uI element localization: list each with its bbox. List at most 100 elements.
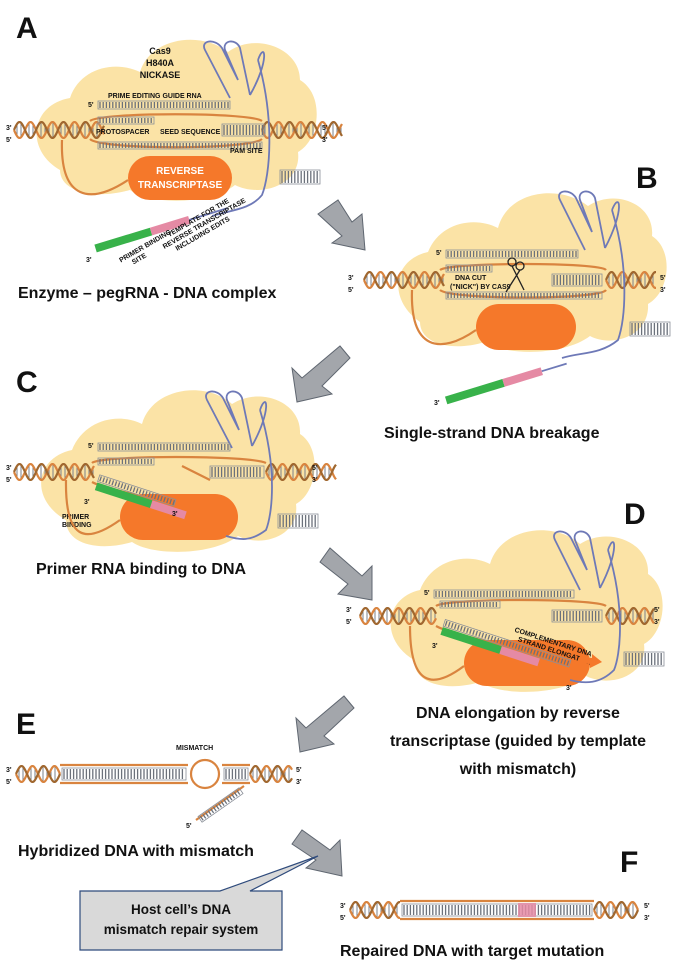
mismatch-bubble xyxy=(189,758,221,790)
end-label: 3' xyxy=(654,619,660,626)
end-label: 5' xyxy=(436,250,442,257)
end-label: 3' xyxy=(6,465,12,472)
helix-backbone xyxy=(264,463,337,481)
base-pair xyxy=(204,812,209,817)
linker xyxy=(408,625,465,681)
dna-top-strand xyxy=(439,262,607,272)
dna-bottom-strand xyxy=(89,138,263,149)
base-pair xyxy=(490,635,494,641)
base-pair xyxy=(487,634,491,640)
rt-template xyxy=(150,500,187,520)
base-pair xyxy=(212,806,217,812)
base-pair xyxy=(566,660,570,666)
dna-helix-icon xyxy=(12,463,95,481)
base-pair xyxy=(105,478,109,484)
rna-tail xyxy=(211,59,271,217)
base-pair xyxy=(496,637,500,643)
end-label: 5' xyxy=(186,823,192,830)
base-pair xyxy=(530,648,533,654)
dna-ladder xyxy=(97,116,155,125)
panel-d-caption: DNA elongation by reverse xyxy=(416,705,620,722)
base-pair xyxy=(526,647,530,653)
rna-tail xyxy=(569,549,621,684)
arrow-icon xyxy=(578,654,602,668)
panel-d-caption: with mismatch) xyxy=(459,761,576,778)
base-pair xyxy=(536,650,539,656)
end-label: 5' xyxy=(654,607,660,614)
base-pair-rungs xyxy=(99,444,229,450)
end-label: 3' xyxy=(340,903,346,910)
enzyme-cloud xyxy=(390,530,663,692)
base-pair xyxy=(466,627,469,633)
pegrna-hairpins xyxy=(203,40,266,99)
primer-binding-site xyxy=(94,482,153,508)
base-pair xyxy=(444,620,448,627)
dna-ladder xyxy=(445,264,493,273)
rt-label: REVERSE xyxy=(156,166,204,177)
base-pair-rungs xyxy=(99,102,229,108)
base-pair-rungs xyxy=(99,459,152,464)
helix-backbone xyxy=(362,271,445,289)
end-label: 5' xyxy=(340,915,346,922)
panel-f-letter: F xyxy=(620,846,638,879)
dna-ladder xyxy=(551,273,603,287)
base-pair xyxy=(545,653,549,659)
base-pair xyxy=(150,493,154,499)
end-label: 5' xyxy=(296,767,302,774)
base-pair xyxy=(108,479,112,485)
base-pair xyxy=(560,658,564,664)
pegrna-hairpins xyxy=(558,190,620,251)
base-pair xyxy=(114,481,118,487)
base-pair xyxy=(111,480,115,486)
nickase-label: NICKASE xyxy=(140,70,181,80)
end-label: 3' xyxy=(566,685,572,692)
end-label: 3' xyxy=(322,137,328,144)
h840a-label: H840A xyxy=(146,58,175,68)
dna-helix-icon xyxy=(592,901,640,919)
base-pair xyxy=(123,484,127,490)
primer-binding-site xyxy=(444,379,505,405)
base-pair xyxy=(511,642,515,648)
base-pair xyxy=(456,624,460,631)
end-label: 3' xyxy=(296,779,302,786)
end-label: 3' xyxy=(6,767,12,774)
base-pair xyxy=(144,491,148,497)
guide-rna-ladder xyxy=(433,589,575,599)
base-pair-rungs xyxy=(553,275,600,285)
panel-c: C 5' 3' 5' 5' 3' PRIMER BINDING 3' 3' Pr… xyxy=(6,366,337,578)
rna-loop xyxy=(623,651,665,667)
primer-binding-site xyxy=(94,227,153,253)
rna-loop xyxy=(277,513,319,529)
end-label: 5' xyxy=(348,287,354,294)
helix-backbone xyxy=(592,901,640,919)
panel-c-letter: C xyxy=(16,366,38,399)
helix-backbone xyxy=(248,765,293,783)
helix-backbone xyxy=(362,271,445,289)
reverse-transcriptase xyxy=(476,304,576,350)
helix-backbone xyxy=(264,463,337,481)
panel-a-caption: Enzyme – pegRNA - DNA complex xyxy=(18,285,277,302)
pegrna-label: PRIME EDITING GUIDE RNA xyxy=(108,93,202,100)
linker xyxy=(410,289,477,346)
base-pair xyxy=(502,639,506,645)
base-pair-rungs xyxy=(211,467,261,477)
base-pair xyxy=(539,651,542,657)
helix-backbone xyxy=(358,607,437,625)
panel-a: A Cas9 H840A NICKASE PRIME EDITING GUIDE… xyxy=(6,12,343,302)
helix-backbone xyxy=(12,463,95,481)
helix-backbone xyxy=(12,463,95,481)
base-pair xyxy=(138,489,142,495)
base-pair xyxy=(505,640,509,646)
dna-helix-icon xyxy=(248,765,293,783)
base-pair xyxy=(548,654,552,660)
end-label: 3' xyxy=(86,257,92,264)
base-pair xyxy=(554,656,558,662)
panel-f-caption: Repaired DNA with target mutation xyxy=(340,943,604,960)
target-mutation xyxy=(518,903,536,917)
guide-rna-ladder xyxy=(97,100,231,110)
end-label: 3' xyxy=(348,275,354,282)
primer-label: PRIMER xyxy=(62,514,89,521)
base-pair xyxy=(160,496,163,502)
base-pair xyxy=(132,487,136,493)
base-pair-rungs xyxy=(447,293,600,298)
